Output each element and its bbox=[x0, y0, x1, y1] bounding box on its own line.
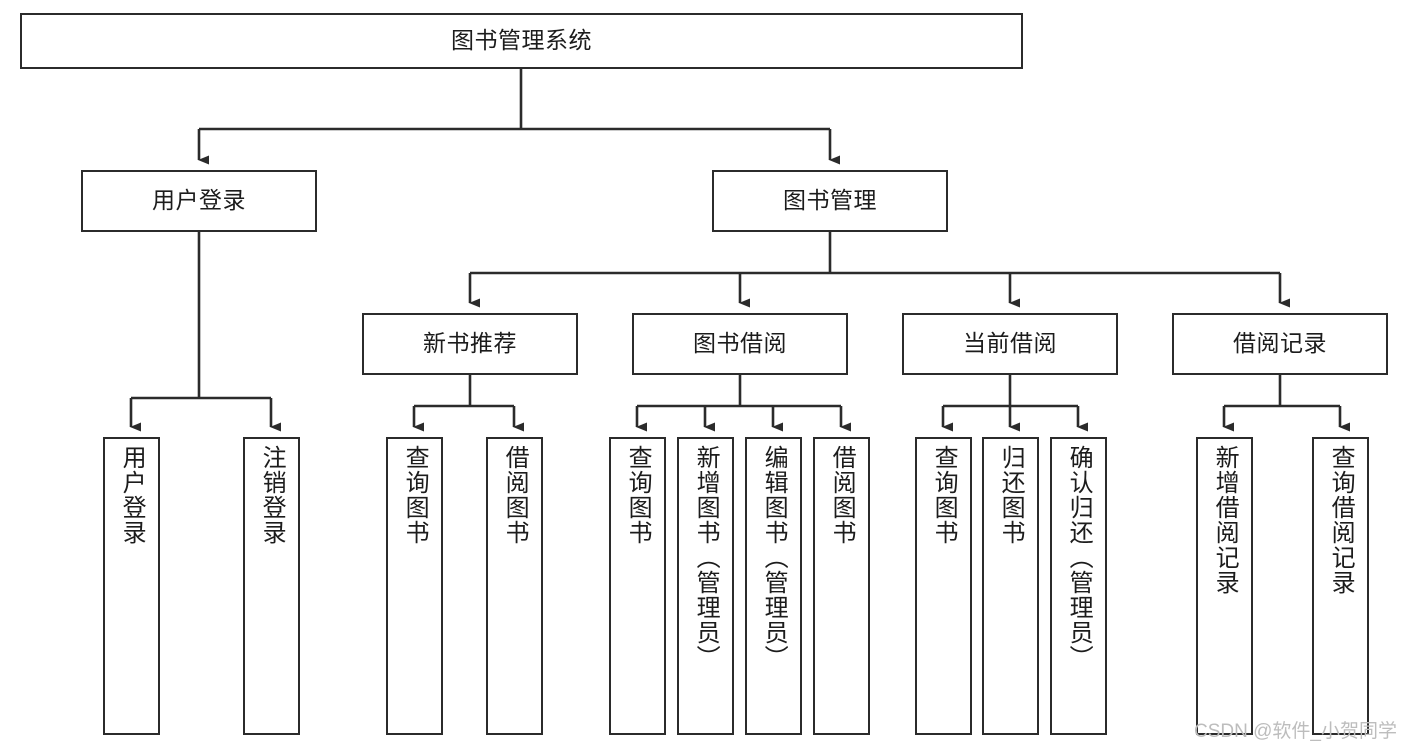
node-label: 图书管理系统 bbox=[451, 27, 592, 54]
leaf-record-query-borrow-record[interactable]: 查询借阅记录 bbox=[1312, 437, 1369, 735]
node-label: 用户登录 bbox=[152, 187, 246, 214]
node-current-borrow[interactable]: 当前借阅 bbox=[902, 313, 1118, 375]
node-label: 查询图书 bbox=[624, 445, 652, 545]
node-label: 查询借阅记录 bbox=[1327, 445, 1355, 595]
node-label: 归还图书 bbox=[997, 445, 1025, 545]
leaf-current-return-book[interactable]: 归还图书 bbox=[982, 437, 1039, 735]
leaf-user-login-login[interactable]: 用户登录 bbox=[103, 437, 160, 735]
node-new-book-recommend[interactable]: 新书推荐 bbox=[362, 313, 578, 375]
node-label: 新增借阅记录 bbox=[1211, 445, 1239, 595]
node-label: 借阅图书 bbox=[828, 445, 856, 545]
leaf-new-book-query-book[interactable]: 查询图书 bbox=[386, 437, 443, 735]
leaf-current-confirm-return-admin[interactable]: 确认归还（管理员） bbox=[1050, 437, 1107, 735]
node-borrow-record[interactable]: 借阅记录 bbox=[1172, 313, 1388, 375]
leaf-new-book-borrow-book[interactable]: 借阅图书 bbox=[486, 437, 543, 735]
node-root-book-management-system[interactable]: 图书管理系统 bbox=[20, 13, 1023, 69]
leaf-record-add-borrow-record[interactable]: 新增借阅记录 bbox=[1196, 437, 1253, 735]
node-label: 查询图书 bbox=[930, 445, 958, 545]
csdn-watermark: CSDN @软件_小贺同学 bbox=[1194, 721, 1397, 742]
node-label: 新增图书（管理员） bbox=[692, 445, 720, 670]
node-label: 查询图书 bbox=[401, 445, 429, 545]
leaf-borrow-query-book[interactable]: 查询图书 bbox=[609, 437, 666, 735]
node-label: 当前借阅 bbox=[963, 330, 1057, 357]
node-user-login[interactable]: 用户登录 bbox=[81, 170, 317, 232]
leaf-borrow-edit-book-admin[interactable]: 编辑图书（管理员） bbox=[745, 437, 802, 735]
leaf-borrow-borrow-book[interactable]: 借阅图书 bbox=[813, 437, 870, 735]
leaf-user-login-logout[interactable]: 注销登录 bbox=[243, 437, 300, 735]
node-label: 编辑图书（管理员） bbox=[760, 445, 788, 670]
node-book-management[interactable]: 图书管理 bbox=[712, 170, 948, 232]
node-label: 图书管理 bbox=[783, 187, 877, 214]
node-label: 新书推荐 bbox=[423, 330, 517, 357]
leaf-borrow-add-book-admin[interactable]: 新增图书（管理员） bbox=[677, 437, 734, 735]
node-label: 注销登录 bbox=[258, 445, 286, 545]
node-label: 借阅记录 bbox=[1233, 330, 1327, 357]
node-label: 图书借阅 bbox=[693, 330, 787, 357]
node-book-borrow[interactable]: 图书借阅 bbox=[632, 313, 848, 375]
node-label: 确认归还（管理员） bbox=[1065, 445, 1093, 670]
node-label: 用户登录 bbox=[118, 445, 146, 545]
leaf-current-query-book[interactable]: 查询图书 bbox=[915, 437, 972, 735]
node-label: 借阅图书 bbox=[501, 445, 529, 545]
